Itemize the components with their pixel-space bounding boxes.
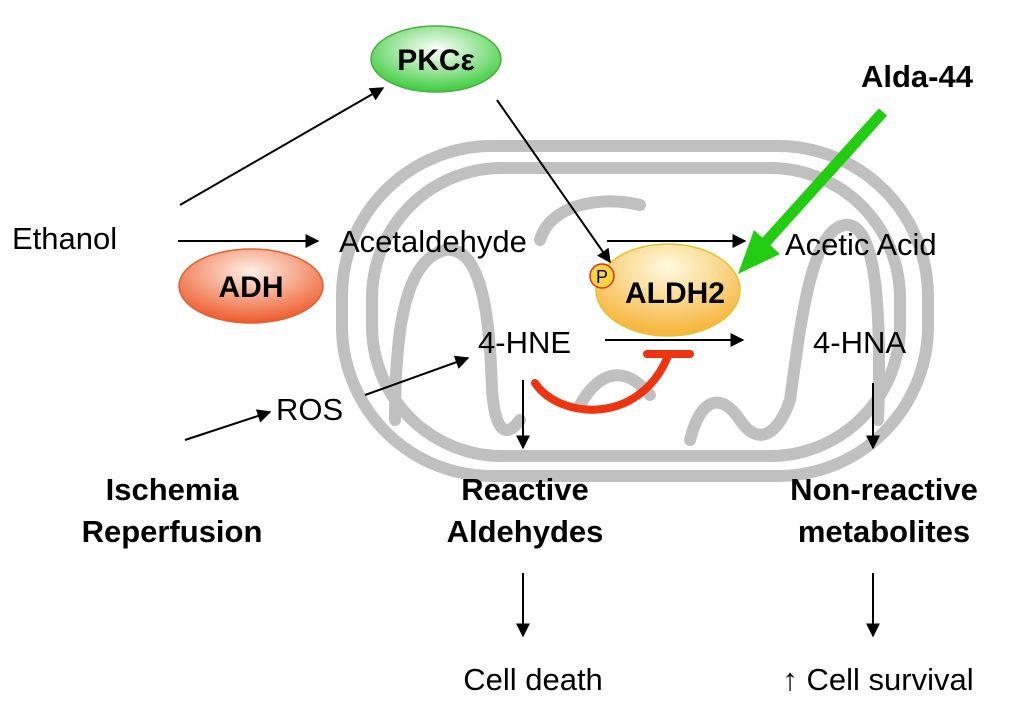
arrow-ischemia-to-ros [184, 409, 272, 441]
metabolites-label: metabolites [798, 514, 970, 549]
reactive-label: Reactive [461, 472, 589, 507]
arrow-ros-to-hne [364, 355, 470, 396]
hna-label: 4-HNA [813, 325, 906, 360]
pkc-epsilon-node: PKCε [370, 25, 502, 93]
inhibition-curve [531, 350, 694, 414]
pathway-arrows [178, 87, 880, 638]
reperfusion-label: Reperfusion [82, 514, 263, 549]
acetaldehyde-label: Acetaldehyde [339, 224, 527, 259]
adh-label: ADH [219, 271, 284, 304]
ethanol-label: Ethanol [12, 221, 117, 256]
alda44-arrow [738, 108, 888, 274]
alda44-label: Alda-44 [861, 59, 974, 94]
adh-node: ADH [178, 248, 324, 324]
arrow-pkc-to-aldh2 [496, 99, 611, 264]
arrow-ethanol-to-pkc [179, 87, 385, 206]
cell-death-label: Cell death [463, 662, 603, 697]
hne-label: 4-HNE [478, 325, 571, 360]
aldh2-label: ALDH2 [625, 277, 725, 310]
aldehydes-label: Aldehydes [447, 514, 604, 549]
phosphate-label: P [596, 267, 608, 287]
cell-survival-label: ↑ Cell survival [782, 662, 973, 697]
ischemia-label: Ischemia [106, 472, 239, 507]
acetic-acid-label: Acetic Acid [785, 227, 937, 262]
nonreactive-label: Non-reactive [790, 472, 978, 507]
phosphate-badge: P [589, 263, 615, 289]
mitochondrion-outline [336, 140, 934, 482]
aldh2-node: ALDH2 [595, 243, 741, 337]
ros-label: ROS [276, 392, 343, 427]
pkc-label: PKCε [397, 44, 475, 77]
